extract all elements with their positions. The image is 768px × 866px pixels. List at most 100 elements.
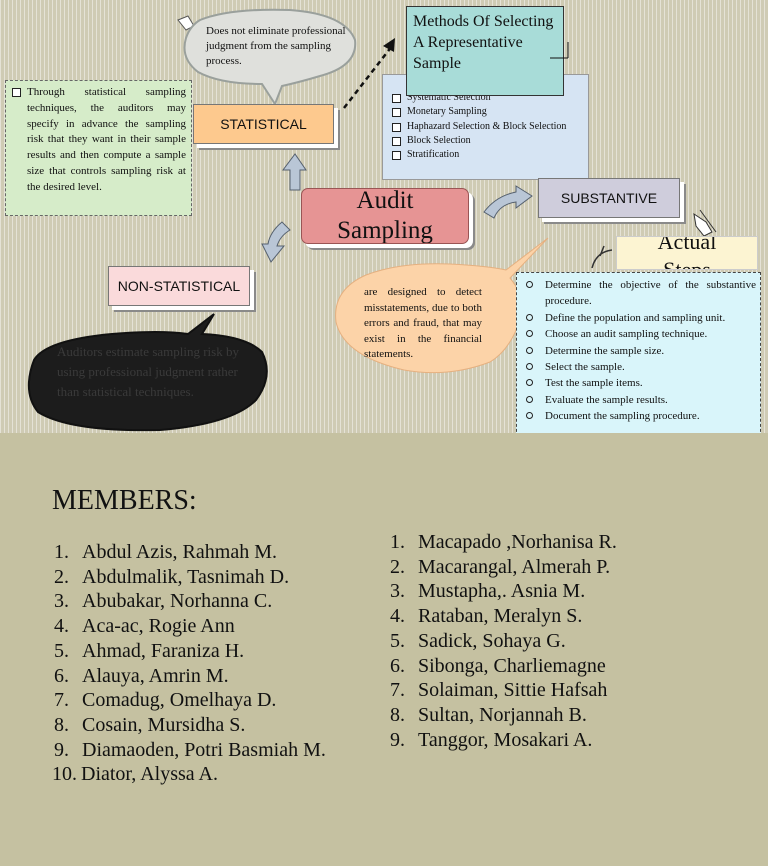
statistical-box[interactable]: STATISTICAL — [193, 104, 334, 144]
member-number: 10. — [52, 763, 77, 786]
thought-bubble-text: Does not eliminate professional judgment… — [206, 25, 346, 67]
member-item: 6. Sibonga, Charliemagne — [390, 654, 617, 679]
member-number: 1. — [390, 531, 405, 553]
member-name: Macapado ,Norhanisa R. — [418, 531, 617, 553]
member-name: Abdul Azis, Rahmah M. — [82, 541, 277, 563]
member-number: 2. — [390, 555, 405, 578]
member-item: 8. Cosain, Mursidha S. — [54, 713, 326, 738]
step-item: Document the sampling procedure. — [519, 408, 756, 424]
non-statistical-box[interactable]: NON-STATISTICAL — [108, 266, 250, 306]
statistical-note: Through statistical sampling techniques,… — [5, 80, 192, 216]
member-item: 4. Rataban, Meralyn S. — [390, 604, 617, 629]
arrow-right-icon — [483, 185, 533, 219]
thought-bubble-shape — [183, 8, 357, 107]
member-name: Sibonga, Charliemagne — [418, 654, 606, 677]
dashed-arrow — [343, 45, 393, 109]
methods-connector — [550, 42, 569, 59]
member-name: Abdulmalik, Tasnimah D. — [82, 565, 290, 588]
member-number: 6. — [390, 654, 405, 677]
member-item: 5. Ahmad, Faraniza H. — [54, 639, 326, 664]
member-name: Aca-ac, Rogie Ann — [82, 615, 235, 638]
member-item: 10.Diator, Alyssa A. — [52, 762, 326, 787]
step-item: Determine the sample size. — [519, 343, 756, 359]
methods-list-item: Haphazard Selection & Block Selection — [391, 120, 582, 134]
audit-sampling-box[interactable]: Audit Sampling — [301, 188, 469, 244]
nonstat-bubble-text: Auditors estimate sampling risk by using… — [57, 344, 239, 399]
members-title: MEMBERS: — [52, 485, 197, 516]
step-item: Test the sample items. — [519, 375, 756, 391]
member-item: 9. Diamaoden, Potri Basmiah M. — [54, 738, 326, 763]
actual-steps-title: Actual Steps — [657, 236, 717, 270]
member-item: 4. Aca-ac, Rogie Ann — [54, 614, 326, 639]
member-number: 6. — [54, 664, 69, 687]
member-number: 2. — [54, 565, 69, 588]
member-name: Tanggor, Mosakari A. — [418, 728, 593, 751]
member-item: 1. Abdul Azis, Rahmah M. — [54, 540, 326, 565]
members-list-left: 1. Abdul Azis, Rahmah M. 2. Abdulmalik, Ta… — [52, 540, 326, 787]
methods-list-item: Systematic Selection — [391, 91, 582, 105]
member-item: 6. Alauya, Amrin M. — [54, 664, 326, 689]
member-number: 1. — [54, 541, 69, 563]
member-name: Cosain, Mursidha S. — [82, 713, 246, 736]
member-name: Diator, Alyssa A. — [81, 763, 218, 786]
member-name: Sultan, Norjannah B. — [418, 703, 587, 726]
audit-sampling-diagram: Does not eliminate professional judgment… — [0, 0, 768, 433]
member-item: 2. Macarangal, Almerah P. — [390, 555, 617, 580]
members-section: MEMBERS: 1. Abdul Azis, Rahmah M. 2. Abdul… — [0, 433, 768, 866]
nonstat-bubble-shape — [27, 313, 268, 432]
methods-list-item: Monetary Sampling — [391, 105, 582, 119]
member-number: 4. — [390, 605, 405, 628]
member-name: Sadick, Sohaya G. — [418, 629, 566, 652]
member-number: 3. — [390, 580, 405, 603]
member-item: 7. Comadug, Omelhaya D. — [54, 688, 326, 713]
substantive-bubble-text: are designed to detect misstatements, du… — [364, 286, 482, 360]
curl-icon — [591, 245, 613, 269]
member-name: Abubakar, Norhanna C. — [82, 590, 273, 613]
member-item: 2. Abdulmalik, Tasnimah D. — [54, 565, 326, 590]
actual-steps-box[interactable]: Actual Steps — [616, 236, 758, 270]
statistical-note-text: Through statistical sampling techniques,… — [11, 85, 186, 196]
member-number: 5. — [54, 639, 69, 662]
member-number: 9. — [54, 738, 69, 761]
steps-list: Determine the objective of the substanti… — [516, 272, 761, 433]
member-item: 7. Solaiman, Sittie Hafsah — [390, 678, 617, 703]
member-item: 3. Abubakar, Norhanna C. — [54, 589, 326, 614]
member-number: 3. — [54, 590, 69, 613]
step-item: Select the sample. — [519, 359, 756, 375]
member-number: 8. — [54, 713, 69, 736]
member-name: Diamaoden, Potri Basmiah M. — [82, 738, 326, 761]
member-number: 7. — [54, 689, 69, 712]
hand-pointer-icon — [693, 209, 717, 237]
member-item: 3.Mustapha,. Asnia M. — [390, 579, 617, 604]
member-number: 7. — [390, 679, 405, 702]
methods-title-box[interactable]: Methods Of Selecting A Representative Sa… — [406, 6, 564, 96]
methods-list-item: Stratification — [391, 148, 582, 162]
member-name: Ahmad, Faraniza H. — [82, 639, 245, 662]
audit-sampling-title: Audit Sampling — [337, 188, 433, 244]
methods-list-item: Block Selection — [391, 134, 582, 148]
member-name: Comadug, Omelhaya D. — [82, 689, 277, 712]
members-list-right: 1. Macapado ,Norhanisa R. 2. Macarangal, A… — [390, 530, 617, 752]
diagram-connectors — [27, 8, 717, 432]
substantive-box[interactable]: SUBSTANTIVE — [538, 178, 680, 218]
step-item: Choose an audit sampling technique. — [519, 326, 756, 342]
methods-title: Methods Of Selecting A Representative Sa… — [413, 13, 554, 72]
member-name: Rataban, Meralyn S. — [418, 605, 583, 628]
member-item: 5. Sadick, Sohaya G. — [390, 629, 617, 654]
step-item: Determine the objective of the substanti… — [519, 277, 756, 310]
step-item: Define the population and sampling unit. — [519, 310, 756, 326]
member-item: 8. Sultan, Norjannah B. — [390, 703, 617, 728]
member-number: 9. — [390, 728, 405, 751]
member-number: 8. — [390, 703, 405, 726]
member-name: Alauya, Amrin M. — [82, 664, 229, 687]
step-item: Evaluate the sample results. — [519, 392, 756, 408]
member-item: 9. Tanggor, Mosakari A. — [390, 728, 617, 753]
arrow-up-icon — [282, 153, 307, 191]
member-number: 4. — [54, 615, 69, 638]
member-number: 5. — [390, 629, 405, 652]
member-item: 1. Macapado ,Norhanisa R. — [390, 530, 617, 555]
arrow-down-icon — [261, 221, 291, 263]
dashed-arrow-head — [383, 38, 395, 52]
member-name: Solaiman, Sittie Hafsah — [418, 679, 608, 702]
member-name: Macarangal, Almerah P. — [418, 555, 611, 578]
